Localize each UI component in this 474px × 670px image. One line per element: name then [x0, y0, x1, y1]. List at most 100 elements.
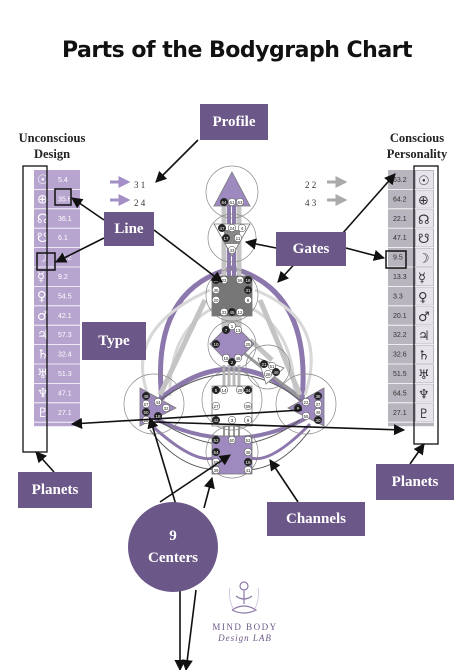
planets-label-right: Planets: [376, 464, 454, 500]
ajna-gate-number: 43: [229, 248, 235, 253]
sacral-gate: [243, 401, 253, 411]
planet-symbol: ☉: [418, 174, 430, 189]
center-ring: [207, 320, 257, 370]
spleen-gate: [141, 391, 151, 401]
spleen-gate: [161, 403, 171, 413]
channel: [257, 299, 303, 396]
sacral-gate-number: 5: [215, 388, 218, 393]
centers-arrow-down-2: [181, 589, 197, 670]
root-gate-number: 52: [245, 438, 251, 443]
design-heading: Unconscious Design: [2, 130, 102, 162]
brand-logo-text: MIND BODY Design LAB: [200, 622, 290, 644]
ajna-gate-number: 4: [241, 226, 244, 231]
sacral-gate: [211, 385, 221, 395]
design-gate-value: 42.1: [58, 313, 72, 320]
planet-symbol: ♆: [37, 386, 49, 401]
personality-gate-value: 63.2: [393, 177, 407, 184]
heart-gate: [263, 369, 273, 379]
throat-gate: [243, 295, 253, 305]
personality-gate-value: 64.2: [393, 196, 407, 203]
sacral-gate: [211, 401, 221, 411]
design-gate-value: 54.5: [58, 293, 72, 300]
personality-heading-line1: Conscious: [389, 131, 445, 145]
symbol-cell: [416, 403, 433, 422]
center-ring: [205, 165, 259, 219]
planet-symbol: ♀: [37, 289, 47, 304]
personality-gate-value: 9.5: [393, 255, 403, 262]
centers-arrow-2: [203, 476, 215, 509]
personality-gate-value: 47.1: [393, 235, 407, 242]
profile-number: 4 3: [305, 198, 317, 208]
planet-symbol: ☊: [418, 213, 430, 228]
planet-symbol: ♇: [37, 406, 49, 421]
design-gate-value: 6.1: [58, 235, 68, 242]
heart-gate: [271, 367, 281, 377]
spleen-gate-number: 18: [155, 414, 161, 419]
solar-plexus-gate-number: 6: [297, 406, 300, 411]
design-gate-value: 35.6: [58, 196, 72, 203]
root-gate: [211, 435, 221, 445]
personality-gate-value: 20.1: [393, 313, 407, 320]
throat-gate: [227, 307, 237, 317]
meditation-logo-icon: [229, 581, 259, 614]
personality-heading-line2: Personality: [386, 147, 448, 161]
gates-arrow-to-personality: [345, 247, 386, 261]
sacral-gate-number: 14: [221, 388, 227, 393]
g-gate-number: 1: [231, 324, 234, 329]
root-gate: [243, 435, 253, 445]
heart-gate-number: 40: [273, 370, 279, 375]
line-arrow-to-design: [54, 237, 105, 263]
planets-right-arrow: [409, 443, 425, 465]
symbol-cell: [416, 384, 433, 402]
design-gate-value: 47.1: [58, 390, 72, 397]
g-gate-number: 15: [223, 356, 229, 361]
heart-gate: [267, 361, 277, 371]
heart-gate: [259, 359, 269, 369]
design-gate-value: 57.3: [58, 332, 72, 339]
throat-gate-number: 33: [221, 310, 227, 315]
ajna-gate-number: 24: [229, 226, 235, 231]
head-gate-number: 63: [237, 200, 243, 205]
solar-plexus-gate-number: 55: [303, 414, 309, 419]
symbol-cell: [416, 171, 433, 189]
root-gate: [243, 457, 253, 467]
planet-symbol: ♂: [418, 310, 430, 325]
profile-number: 2 4: [134, 198, 146, 208]
sacral-gate-number: 9: [247, 418, 250, 423]
symbol-cell: [416, 306, 433, 325]
ajna-gate: [237, 223, 247, 233]
g-gate: [221, 353, 231, 363]
root-gate-number: 58: [213, 460, 219, 465]
sacral-gate-number: 3: [231, 418, 234, 423]
sacral-gate-number: 29: [237, 388, 243, 393]
gates-arrow-up: [341, 173, 396, 235]
planet-symbol: ♃: [37, 328, 49, 343]
g-gate-number: 2: [231, 360, 234, 365]
root-gate-number: 19: [245, 460, 251, 465]
g-gate-number: 25: [245, 342, 251, 347]
root-gate-number: 54: [213, 450, 219, 455]
personality-gate-value: 3.3: [393, 293, 403, 300]
channel: [141, 288, 211, 401]
solar-plexus-gate: [301, 411, 311, 421]
root-gate: [227, 435, 237, 445]
brand-line1: MIND BODY: [212, 622, 278, 632]
root-gate-number: 39: [213, 468, 219, 473]
solar-plexus-gate-number: 49: [315, 410, 321, 415]
solar-plexus-gate: [313, 415, 323, 425]
throat-gate-number: 16: [245, 278, 251, 283]
g-gate: [243, 339, 253, 349]
personality-gate-value: 64.5: [393, 390, 407, 397]
root-gate: [211, 465, 221, 475]
planet-symbol: ♄: [418, 349, 430, 364]
solar-plexus-gate: [313, 391, 323, 401]
heart-gate-number: 26: [265, 372, 271, 377]
g-gate: [221, 325, 231, 335]
gates-arrow-to-ajna: [244, 238, 277, 250]
centers-label: 9 Centers: [128, 502, 218, 592]
channel: [157, 298, 208, 397]
design-heading-line2: Design: [33, 147, 71, 161]
spleen-gate-number: 44: [155, 400, 161, 405]
g-gate-number: 13: [235, 328, 241, 333]
symbol-cell: [416, 326, 433, 344]
